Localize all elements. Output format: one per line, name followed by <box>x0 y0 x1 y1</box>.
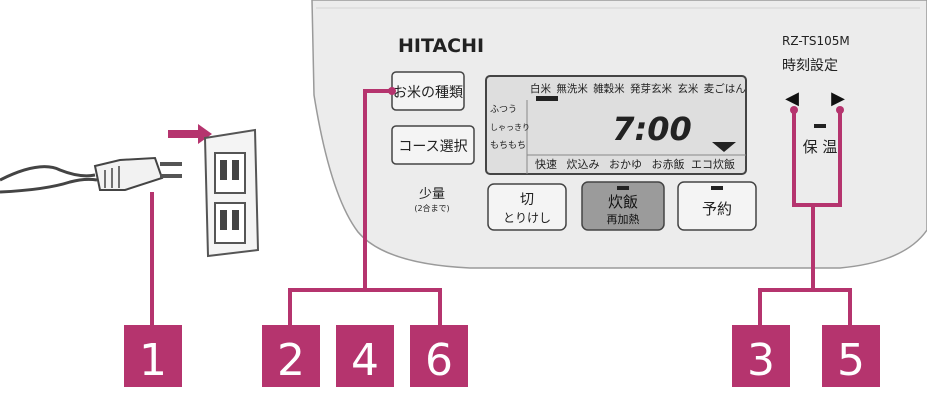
svg-text:白米 無洗米 雑穀米 発: 白米 無洗米 雑穀米 発芽玄米 玄米 麦ごはん <box>530 82 746 95</box>
rice-type-option: 雑穀米 <box>593 82 625 95</box>
time-left-button[interactable]: ◀ <box>776 80 808 114</box>
step-badge-3: 3 <box>732 325 790 387</box>
right-arrow-callout-dot <box>836 106 844 114</box>
keep-warm-lamp <box>814 124 826 128</box>
svg-text:3: 3 <box>747 335 775 386</box>
brand-logo: HITACHI <box>398 35 484 57</box>
texture-option: ふつう <box>490 104 517 115</box>
texture-option: もちもち <box>490 140 526 151</box>
svg-text:2: 2 <box>277 335 305 386</box>
power-plug-icon <box>0 156 182 194</box>
timer-button[interactable]: 予約 <box>677 181 757 231</box>
insert-arrow-icon <box>168 124 212 144</box>
rice-type-indicator <box>536 96 558 101</box>
rice-type-option: 無洗米 <box>556 82 588 95</box>
keep-warm-label: 保 温 <box>803 138 838 156</box>
callout-lines <box>150 89 852 325</box>
time-right-button[interactable]: ▶ <box>822 80 854 114</box>
course-option: お赤飯 <box>652 157 685 171</box>
wall-outlet-icon <box>203 128 260 258</box>
cook-indicator-lamp <box>617 186 629 190</box>
timer-indicator-lamp <box>711 186 723 190</box>
left-arrow-callout-dot <box>790 106 798 114</box>
clock-setting-label: 時刻設定 <box>782 58 838 74</box>
off-label: 切 <box>520 192 534 208</box>
step-badge-6: 6 <box>410 325 468 387</box>
rice-type-option: 玄米 <box>677 82 698 95</box>
course-select-label: コース選択 <box>398 139 467 155</box>
clock-time: 7:00 <box>612 110 692 148</box>
rice-type-option: 白米 <box>530 82 551 95</box>
step-badge-1: 1 <box>124 325 182 387</box>
svg-text:快速 炊込み おかゆ お: 快速 炊込み おかゆ お赤飯 エコ炊飯 <box>535 157 735 171</box>
course-indicator <box>712 142 736 152</box>
cancel-label: とりけし <box>503 211 551 225</box>
cook-reheat-button[interactable]: 炊飯 再加熱 <box>581 181 665 231</box>
rice-type-callout-dot <box>388 87 396 95</box>
rice-type-label: お米の種類 <box>393 85 463 101</box>
timer-label: 予約 <box>702 200 732 218</box>
rice-type-button[interactable]: お米の種類 <box>391 71 465 111</box>
rice-type-option: 麦ごはん <box>704 82 746 95</box>
small-amount-note: (2合まで) <box>414 203 449 213</box>
right-arrow-icon: ▶ <box>831 88 845 109</box>
course-select-button[interactable]: コース選択 <box>391 125 475 165</box>
lcd-display: 白米 無洗米 雑穀米 発芽玄米 玄米 麦ごはん ふつう しゃっきり もちもち 7… <box>485 75 747 175</box>
step-badge-2: 2 <box>262 325 320 387</box>
model-number: RZ-TS105M <box>782 34 850 48</box>
step-badge-5: 5 <box>822 325 880 387</box>
svg-text:6: 6 <box>425 335 453 386</box>
course-option: 炊込み <box>567 158 600 171</box>
keep-warm-button[interactable]: 保 温 <box>803 124 838 156</box>
svg-text:4: 4 <box>351 335 379 386</box>
course-option: おかゆ <box>609 158 642 171</box>
reheat-label: 再加熱 <box>607 213 640 226</box>
svg-text:5: 5 <box>837 335 865 386</box>
texture-option: しゃっきり <box>490 123 530 132</box>
svg-text:1: 1 <box>139 335 167 386</box>
course-option: 快速 <box>535 158 557 171</box>
small-amount-label: 少量 <box>419 187 445 202</box>
course-option: エコ炊飯 <box>691 157 735 171</box>
step-badge-4: 4 <box>336 325 394 387</box>
left-arrow-icon: ◀ <box>785 88 799 109</box>
off-cancel-button[interactable]: 切 とりけし <box>487 183 567 231</box>
rice-type-option: 発芽玄米 <box>630 82 672 95</box>
cook-label: 炊飯 <box>608 193 638 211</box>
